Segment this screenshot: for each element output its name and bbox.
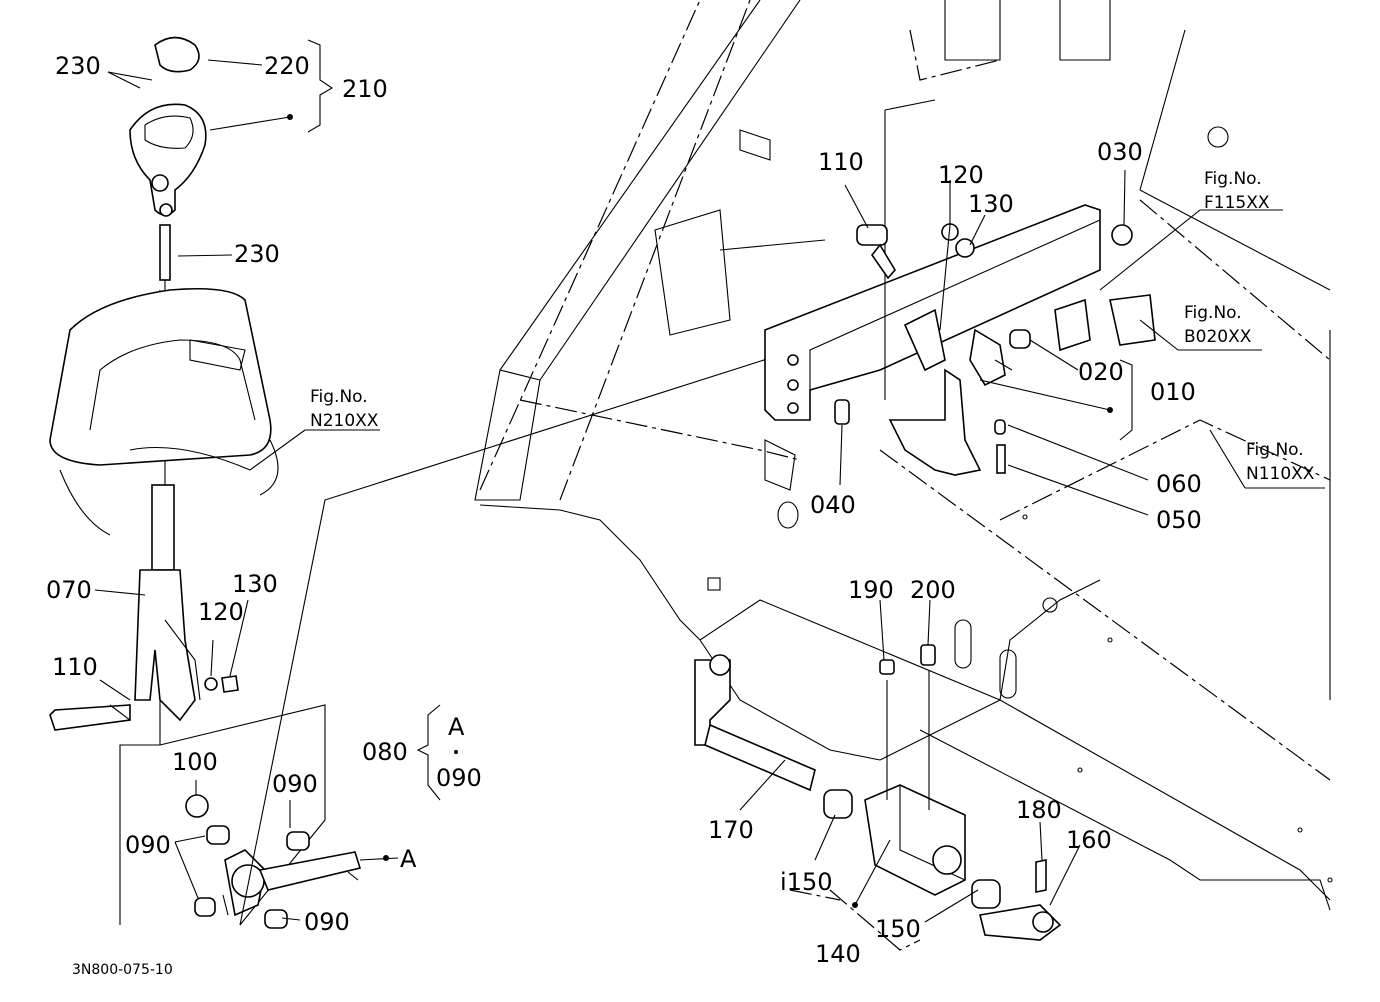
callout-180: 180 [1016, 796, 1062, 824]
callout-130-right: 130 [968, 190, 1014, 218]
callout-090-legend: 090 [436, 764, 482, 792]
callout-labels: 230 220 210 230 Fig.No. N210XX 070 130 1… [46, 52, 1315, 978]
callout-150-bottom: 150 [875, 915, 921, 943]
callout-220: 220 [264, 52, 310, 80]
callout-190: 190 [848, 576, 894, 604]
leader-lines [94, 39, 1325, 923]
callout-120-left: 120 [198, 598, 244, 626]
fig-ref-f115-label: Fig.No. [1204, 169, 1262, 189]
shift-lever [49, 484, 239, 731]
callout-130-left: 130 [232, 570, 278, 598]
callout-090-bottom: 090 [304, 908, 350, 936]
callout-020: 020 [1078, 358, 1124, 386]
pedal-shaft-assembly [694, 644, 1062, 941]
callout-100: 100 [172, 748, 218, 776]
connector-line [239, 314, 906, 926]
callout-040: 040 [810, 491, 856, 519]
callout-200: 200 [910, 576, 956, 604]
callout-030: 030 [1097, 138, 1143, 166]
callout-210: 210 [342, 75, 388, 103]
callout-080: 080 [362, 738, 408, 766]
fig-ref-b020: B020XX [1184, 327, 1252, 347]
console-cover [49, 287, 279, 536]
callout-110-left: 110 [52, 653, 98, 681]
callout-010: 010 [1150, 378, 1196, 406]
callout-140: 140 [815, 940, 861, 968]
callout-060: 060 [1156, 470, 1202, 498]
fig-ref-n110-label: Fig.No. [1246, 440, 1304, 460]
shift-bracket-assembly [654, 99, 1156, 491]
fig-ref-n210: N210XX [310, 411, 379, 431]
callout-090-left: 090 [125, 831, 171, 859]
callout-150-left: i150 [780, 868, 832, 896]
fig-ref-f115: F115XX [1204, 193, 1270, 213]
chassis-frame [474, 0, 1333, 951]
fig-ref-n210-label: Fig.No. [310, 387, 368, 407]
marker-a-legend: A [448, 713, 465, 741]
callout-050: 050 [1156, 506, 1202, 534]
callout-230-mid: 230 [234, 240, 280, 268]
bushing-set [119, 700, 362, 929]
callout-110-right: 110 [818, 148, 864, 176]
drawing-code: 3N800-075-10 [72, 962, 173, 978]
marker-a-bottom: A [400, 845, 417, 873]
fig-ref-b020-label: Fig.No. [1184, 303, 1242, 323]
callout-070: 070 [46, 576, 92, 604]
callout-230-top: 230 [55, 52, 101, 80]
callout-170: 170 [708, 816, 754, 844]
callout-090-right: 090 [272, 770, 318, 798]
callout-160: 160 [1066, 826, 1112, 854]
callout-120-right: 120 [938, 161, 984, 189]
fig-ref-n110: N110XX [1246, 464, 1315, 484]
